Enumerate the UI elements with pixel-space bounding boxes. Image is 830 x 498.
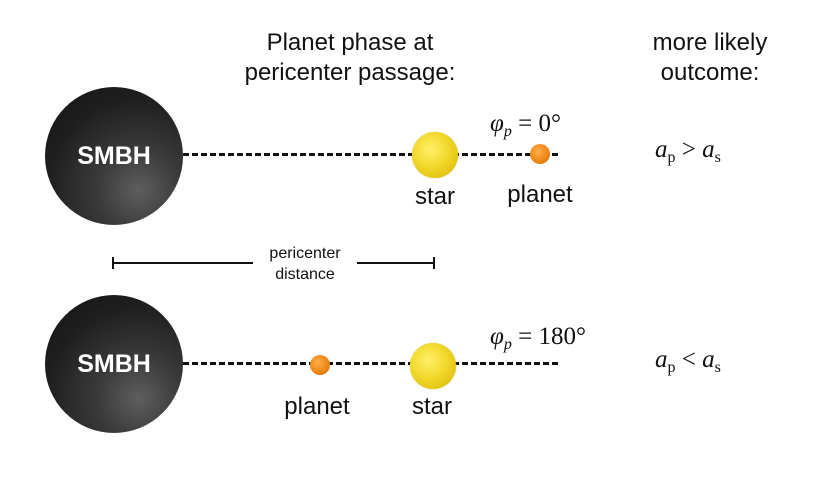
outcome-sub2-bottom: s: [714, 359, 721, 376]
planet-label-top: planet: [507, 181, 573, 208]
pericenter-label-line2: distance: [275, 266, 335, 283]
star-top: [412, 132, 458, 178]
outcome-a1-bottom: a: [655, 346, 668, 373]
pericenter-label-line1: pericenter: [269, 245, 341, 262]
phase-value-bottom: = 180°: [518, 323, 586, 350]
star-bottom: [410, 343, 456, 389]
outcome-sub2-top: s: [714, 149, 721, 166]
phase-header-line2: pericenter passage:: [244, 59, 456, 86]
smbh-label-top: SMBH: [77, 141, 151, 170]
outcome-rel-top: >: [675, 136, 703, 163]
star-label-bottom: star: [411, 393, 452, 420]
outcome-a2-bottom: a: [702, 346, 715, 373]
outcome-header: more likely outcome:: [615, 28, 805, 88]
planet-label-bottom: planet: [284, 393, 350, 420]
phase-sub-top: p: [503, 123, 512, 140]
smbh-top: SMBH: [45, 87, 183, 225]
scale-bar-left: [113, 262, 253, 264]
outcome-bottom: ap < as: [655, 346, 721, 377]
phase-angle-top: φp = 0°: [490, 110, 561, 141]
smbh-bottom: SMBH: [45, 295, 183, 433]
scale-bar-tick-right: [433, 257, 435, 269]
outcome-a2-top: a: [702, 136, 715, 163]
phase-header: Planet phase at pericenter passage:: [210, 28, 490, 88]
planet-bottom: [310, 355, 330, 375]
phase-value-top: = 0°: [518, 110, 561, 137]
star-label-top: star: [414, 183, 455, 210]
smbh-label-bottom: SMBH: [77, 349, 151, 378]
outcome-sub1-bottom: p: [667, 359, 676, 376]
phase-angle-bottom: φp = 180°: [490, 323, 586, 354]
outcome-top: ap > as: [655, 136, 721, 167]
scale-bar-right: [357, 262, 435, 264]
orbit-line-top: [183, 153, 558, 156]
planet-top: [530, 144, 550, 164]
phase-sub-bottom: p: [503, 336, 512, 353]
phase-symbol-top: φ: [490, 110, 504, 137]
orbit-line-bottom: [183, 362, 558, 365]
outcome-header-line2: outcome:: [660, 59, 760, 86]
outcome-header-line1: more likely: [652, 29, 768, 56]
outcome-a1-top: a: [655, 136, 668, 163]
phase-symbol-bottom: φ: [490, 323, 504, 350]
phase-header-line1: Planet phase at: [266, 29, 434, 56]
outcome-rel-bottom: <: [675, 346, 703, 373]
outcome-sub1-top: p: [667, 149, 676, 166]
pericenter-distance-label: pericenter distance: [253, 243, 357, 285]
